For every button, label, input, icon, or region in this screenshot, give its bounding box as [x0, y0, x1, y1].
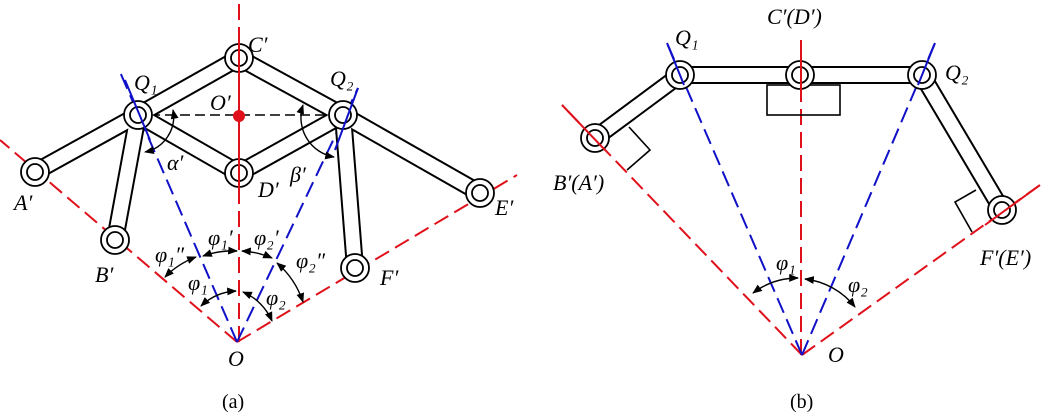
- label-o-prime: O′: [210, 90, 232, 115]
- joint-q1: [123, 100, 153, 130]
- label-phi1: φ₁: [188, 270, 208, 295]
- red-axis-right-solid: [984, 184, 1041, 226]
- phi2-dd-arc: [276, 262, 304, 303]
- labels: C′ Q₁ Q₂ O′ A′ B′ D′ E′ F′ O α′ β′ φ₁″ φ…: [12, 32, 514, 413]
- alpha-arc: [144, 109, 179, 155]
- label-f: F′: [379, 265, 399, 290]
- panel-a: C′ Q₁ Q₂ O′ A′ B′ D′ E′ F′ O α′ β′ φ₁″ φ…: [0, 0, 518, 413]
- joint-f: [340, 253, 370, 283]
- caption-b: (b): [790, 391, 813, 413]
- right-angle-mark-left: [626, 126, 652, 171]
- angle-arcs: [752, 274, 856, 308]
- phi1-dd-arc: [164, 256, 197, 278]
- label-c: C′: [248, 32, 269, 57]
- phi1-arc: [752, 274, 799, 294]
- blue-axis-q1-solid: [666, 42, 685, 86]
- joints: [580, 60, 1017, 225]
- label-fe: F′(E′): [979, 245, 1031, 270]
- label-q2: Q₂: [330, 66, 354, 91]
- label-phi1-d: φ₁′: [208, 225, 234, 250]
- label-q2: Q₂: [945, 60, 969, 85]
- beta-arc: [296, 104, 335, 160]
- label-phi1-dd: φ₁″: [155, 242, 185, 267]
- blue-axis-q2-solid: [334, 87, 359, 151]
- label-cd: C′(D′): [767, 4, 822, 29]
- label-o: O: [228, 346, 244, 371]
- blue-axis-q2-solid: [917, 42, 936, 86]
- label-a: A′: [12, 190, 33, 215]
- right-angle-mark-right: [953, 189, 977, 233]
- red-axis-right: [236, 174, 518, 343]
- phi2-d-arc: [241, 247, 273, 259]
- label-phi2-dd: φ₂″: [296, 248, 326, 273]
- slider-block: [766, 84, 841, 116]
- phi1-arc: [200, 287, 237, 307]
- label-d: D′: [257, 177, 280, 202]
- label-ba: B′(A′): [553, 170, 604, 195]
- label-phi2: φ₂: [848, 272, 868, 297]
- panel-b: C′(D′) Q₁ Q₂ B′(A′) F′(E′) O φ₁ φ₂ (b): [553, 4, 1041, 413]
- center-point-o-prime: [233, 110, 245, 122]
- phi1-d-arc: [202, 246, 238, 257]
- label-phi2-d: φ₂′: [254, 225, 280, 250]
- label-b: B′: [95, 262, 114, 287]
- label-alpha: α′: [167, 150, 185, 175]
- label-e: E′: [494, 195, 514, 220]
- joint-b: [100, 225, 130, 255]
- phi2-arc: [242, 291, 273, 322]
- labels: C′(D′) Q₁ Q₂ B′(A′) F′(E′) O φ₁ φ₂ (b): [553, 4, 1031, 413]
- label-q1: Q₁: [134, 70, 158, 95]
- label-beta: β′: [289, 162, 307, 187]
- blue-axis-q1: [666, 42, 803, 356]
- links: [586, 66, 1011, 219]
- label-o: O: [828, 342, 844, 367]
- label-phi1: φ₁: [776, 250, 796, 275]
- joint-e: [465, 178, 495, 208]
- red-axis-left-solid: [561, 104, 606, 151]
- phi2-arc: [804, 276, 856, 308]
- joint-a: [20, 157, 50, 187]
- label-q1: Q₁: [675, 25, 699, 50]
- angle-arcs: [144, 104, 335, 322]
- caption-a: (a): [222, 391, 244, 413]
- joint-q2: [328, 100, 358, 130]
- label-phi2: φ₂: [266, 285, 286, 310]
